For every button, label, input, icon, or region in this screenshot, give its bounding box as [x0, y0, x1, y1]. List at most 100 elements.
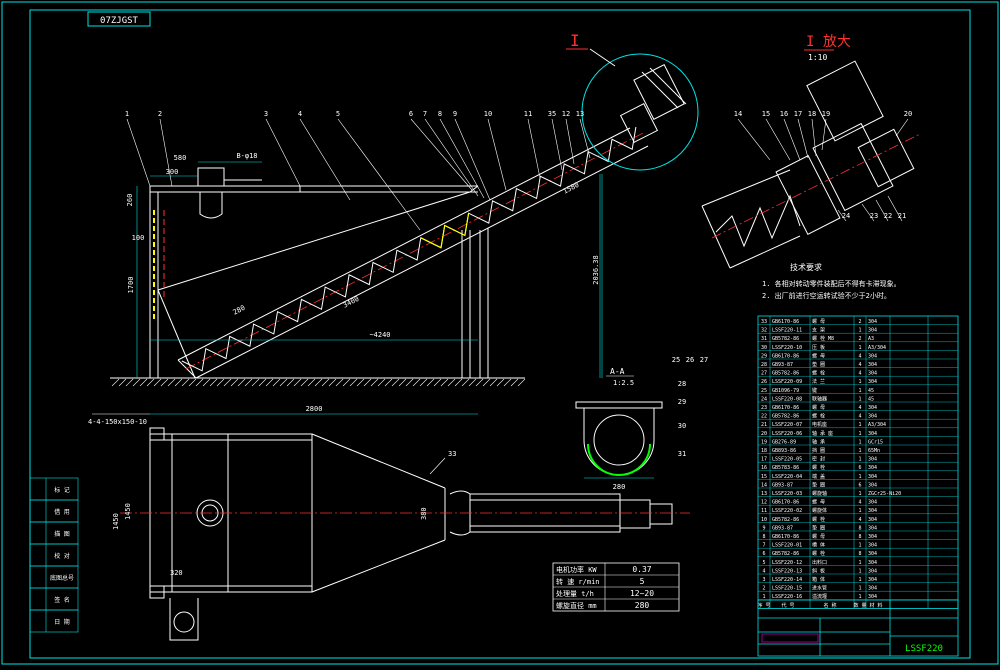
balloon-leader	[424, 118, 479, 197]
bom-cell: 26	[761, 379, 767, 385]
bom-cell: GB5782-86	[772, 336, 799, 342]
detail-assembly	[701, 60, 915, 269]
bom-cell: 304	[868, 405, 877, 411]
bom-cell: 螺 栓	[812, 413, 825, 420]
balloon-leader	[159, 118, 173, 187]
param-value: 280	[635, 601, 650, 610]
bom-cell: 20	[761, 431, 767, 437]
bom-cell: 1	[858, 422, 861, 428]
hatch-line	[223, 378, 232, 387]
bom-cell: LSSF220-03	[772, 491, 802, 497]
param-key: 处理量 t/h	[556, 589, 594, 598]
hatch-line	[384, 378, 393, 387]
bom-cell: 15	[761, 474, 767, 480]
bom-cell: 24	[761, 396, 767, 402]
strip-label: 标 记	[54, 486, 70, 494]
bom-cell: 电机座	[812, 421, 827, 428]
hatch-line	[440, 378, 449, 387]
bom-cell: 垫 圈	[812, 481, 825, 488]
drawing-number: 07ZJGST	[100, 16, 139, 26]
section-label: A-A	[610, 367, 625, 376]
bom-cell: 6	[762, 551, 765, 557]
balloon-leader	[579, 118, 591, 159]
bom-cell: 进水管	[812, 585, 827, 592]
bom-cell: GB6170-86	[772, 500, 799, 506]
bom-cell: 端 盖	[812, 473, 825, 480]
balloon-number: 8	[438, 110, 442, 118]
balloon-number: 18	[808, 110, 816, 118]
balloon-leader	[410, 118, 473, 191]
hatch-line	[468, 378, 477, 387]
bom-cell: LSSF220-08	[772, 396, 802, 402]
hatch-line	[433, 378, 442, 387]
bom-cell: GB5782-86	[772, 551, 799, 557]
hatch-line	[482, 378, 491, 387]
bom-cell: GB1096-79	[772, 388, 799, 394]
bom-cell: 1	[858, 594, 861, 600]
balloon-number: 19	[822, 110, 830, 118]
hatch-line	[405, 378, 414, 387]
bom-cell: 45	[868, 388, 874, 394]
hatch-line	[391, 378, 400, 387]
bom-cell: LSSF220-01	[772, 543, 802, 549]
bom-cell: 1	[858, 388, 861, 394]
bom-cell: 槽 体	[812, 542, 825, 549]
hatch-line	[377, 378, 386, 387]
bom-cell: 1	[858, 543, 861, 549]
bom-cell: 溢流堰	[812, 593, 827, 600]
bom-cell: 螺 栓	[812, 464, 825, 471]
bom-cell: 4	[858, 362, 861, 368]
bom-cell: 304	[868, 508, 877, 514]
balloon-33: 33	[448, 450, 456, 458]
hatch-line	[265, 378, 274, 387]
detail-circle	[581, 53, 699, 171]
bom-cell: 31	[761, 336, 767, 342]
hatch-line	[349, 378, 358, 387]
bom-cell: 25	[761, 388, 767, 394]
dim-section-width: 280	[613, 483, 626, 491]
bom-cell: 压 板	[812, 344, 825, 351]
bom-cell: 4	[762, 568, 765, 574]
balloon-number: 20	[904, 110, 912, 118]
bom-cell: 键	[812, 387, 817, 394]
section-view	[575, 401, 663, 476]
bom-cell: LSSF220-05	[772, 457, 802, 463]
strip-label: 底图总号	[50, 574, 74, 582]
bom-cell: 轴 承	[812, 438, 825, 445]
bom-cell: 13	[761, 491, 767, 497]
bom-cell: 21	[761, 422, 767, 428]
balloon-number: 5	[336, 110, 340, 118]
bom-cell: 1	[858, 457, 861, 463]
hatch-line	[447, 378, 456, 387]
balloon-number: 10	[484, 110, 492, 118]
bom-cell: 密 封	[812, 456, 825, 463]
hatch-line	[111, 378, 120, 387]
bom-cell: LSSF220-07	[772, 422, 802, 428]
tank-body	[149, 185, 479, 379]
balloon-number: 16	[780, 110, 788, 118]
balloon-leader	[875, 199, 889, 222]
balloon-leader	[551, 118, 563, 171]
dim-weir-width: 300	[166, 168, 179, 176]
dim-hole-spec: B-φ18	[236, 152, 257, 160]
bom-cell: A3	[868, 336, 874, 342]
hatch-line	[160, 378, 169, 387]
bom-cell: 4	[858, 517, 861, 523]
bom-cell: 33	[761, 319, 767, 325]
balloon-number: 4	[298, 110, 302, 118]
bom-header-cell: 数 量	[853, 602, 866, 609]
bom-cell: 1	[858, 431, 861, 437]
detail-centerline	[711, 133, 921, 239]
bom-cell: GB5782-86	[772, 371, 799, 377]
bom-cell: GB93-87	[772, 525, 793, 531]
bom-cell: 304	[868, 551, 877, 557]
hatch-line	[356, 378, 365, 387]
bom-cell: 螺旋体	[812, 507, 827, 514]
bom-cell: 17	[761, 457, 767, 463]
bom-header-cell: 序 号	[757, 602, 770, 609]
hatch-line	[132, 378, 141, 387]
bom-cell: 1	[858, 345, 861, 351]
hatch-line	[125, 378, 134, 387]
